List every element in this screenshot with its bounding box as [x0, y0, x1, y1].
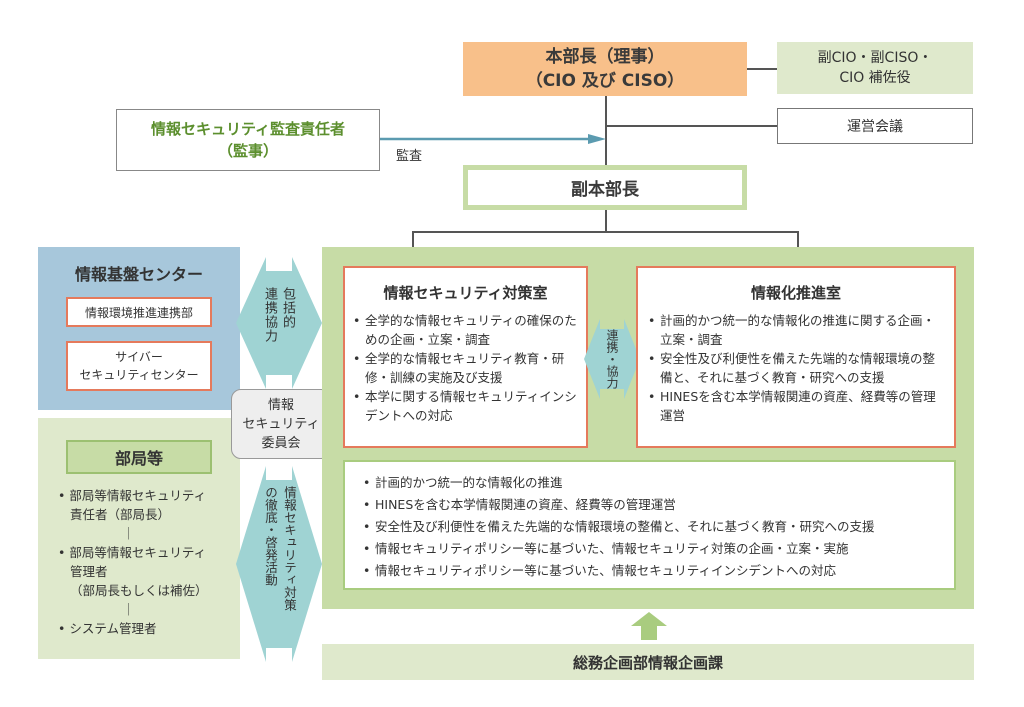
departments-title: 部局等	[114, 449, 163, 468]
promotion-office-list: 計画的かつ統一的な情報化の推進に関する企画・立案・調査 安全性及び利便性を備えた…	[638, 311, 954, 425]
departments-list: • 部局等情報セキュリティ 責任者（部局長） ｜ • 部局等情報セキュリティ 管…	[58, 486, 238, 638]
planning-division-box: 総務企画部情報企画課	[322, 644, 974, 680]
infra-dept2-line2: セキュリティセンター	[79, 368, 199, 382]
promotion-item-3: HINESを含む本学情報関連の資産、経費等の管理運営	[646, 387, 946, 425]
connector-head-deputy-cio	[747, 68, 777, 70]
security-item-3: 本学に関する情報セキュリティインシデントへの対応	[351, 387, 578, 425]
infra-dept1-box: 情報環境推進連携部	[66, 297, 212, 327]
comprehensive-col1: 包括的	[280, 287, 295, 329]
deputy-head-label: 副本部長	[571, 180, 639, 200]
planning-division-label: 総務企画部情報企画課	[572, 653, 723, 672]
council-label: 運営会議	[847, 119, 903, 135]
dept-item1-line2: 責任者（部局長）	[70, 507, 171, 522]
promotion-office-title: 情報化推進室	[750, 284, 841, 302]
infra-dept1-label: 情報環境推進連携部	[84, 305, 193, 320]
thorough-arrow: 情報セキュリティ対策 の徹底・啓発活動	[236, 466, 322, 662]
deputy-cio-line1: 副CIO・副CISO・	[817, 50, 933, 66]
mutual-arrow: 連携 ・協力	[584, 305, 640, 413]
thorough-col1: 情報セキュリティ対策	[282, 486, 297, 611]
connector-head-down	[605, 95, 607, 165]
connector-deputy-head-down	[605, 210, 607, 232]
head-line2: （CIO 及び CISO）	[525, 71, 685, 91]
infra-center-title: 情報基盤センター	[74, 265, 203, 284]
summary-item-4: 情報セキュリティポリシー等に基づいた、情報セキュリティ対策の企画・立案・実施	[361, 538, 944, 560]
dept-item3: • システム管理者	[58, 621, 157, 636]
auditor-line2: （監事）	[217, 142, 278, 160]
promotion-item-1: 計画的かつ統一的な情報化の推進に関する企画・立案・調査	[646, 311, 946, 349]
dept-item2-line2: 管理者	[70, 564, 108, 579]
dept-connector2: ｜	[122, 602, 135, 617]
mutual-line2: ・協力	[605, 353, 619, 389]
summary-item-1: 計画的かつ統一的な情報化の推進	[361, 472, 944, 494]
departments-panel: 部局等 • 部局等情報セキュリティ 責任者（部局長） ｜ • 部局等情報セキュリ…	[38, 418, 240, 659]
deputy-cio-box: 副CIO・副CISO・ CIO 補佐役	[777, 42, 973, 94]
head-box: 本部長（理事） （CIO 及び CISO）	[463, 42, 747, 96]
dept-connector1: ｜	[122, 526, 135, 541]
infra-center-panel: 情報基盤センター 情報環境推進連携部 サイバー セキュリティセンター	[38, 247, 240, 410]
auditor-box: 情報セキュリティ監査責任者 （監事）	[116, 109, 380, 171]
deputy-cio-line2: CIO 補佐役	[839, 70, 911, 86]
connector-branch-horizontal	[412, 231, 798, 233]
dept-item2-line1: • 部局等情報セキュリティ	[58, 545, 207, 560]
deputy-head-box: 副本部長	[463, 165, 747, 210]
summary-item-5: 情報セキュリティポリシー等に基づいた、情報セキュリティインシデントへの対応	[361, 560, 944, 582]
connector-council	[605, 125, 777, 127]
up-arrow	[631, 612, 667, 640]
comprehensive-arrow: 包括的 連携協力	[236, 257, 322, 389]
audit-label: 監査	[396, 149, 423, 164]
summary-list: 計画的かつ統一的な情報化の推進 HINESを含む本学情報関連の資産、経費等の管理…	[361, 472, 944, 582]
committee-box: 情報 セキュリティ 委員会	[231, 389, 331, 459]
security-item-2: 全学的な情報セキュリティ教育・研修・訓練の実施及び支援	[351, 349, 578, 387]
head-line1: 本部長（理事）	[545, 47, 665, 67]
dept-item1-line1: • 部局等情報セキュリティ	[58, 488, 207, 503]
summary-box: 計画的かつ統一的な情報化の推進 HINESを含む本学情報関連の資産、経費等の管理…	[343, 460, 956, 590]
summary-item-2: HINESを含む本学情報関連の資産、経費等の管理運営	[361, 494, 944, 516]
promotion-office-box: 情報化推進室 計画的かつ統一的な情報化の推進に関する企画・立案・調査 安全性及び…	[636, 266, 956, 448]
promotion-item-2: 安全性及び利便性を備えた先端的な情報環境の整備と、それに基づく教育・研究への支援	[646, 349, 946, 387]
dept-item2-line3: （部局長もしくは補佐）	[70, 583, 208, 598]
departments-title-box: 部局等	[66, 440, 212, 474]
infra-dept2-box: サイバー セキュリティセンター	[66, 341, 212, 391]
committee-line1: 情報	[267, 397, 294, 413]
infra-dept2-line1: サイバー	[115, 350, 163, 364]
security-office-list: 全学的な情報セキュリティの確保のための企画・立案・調査 全学的な情報セキュリティ…	[345, 311, 586, 425]
audit-arrow	[380, 134, 606, 144]
security-item-1: 全学的な情報セキュリティの確保のための企画・立案・調査	[351, 311, 578, 349]
thorough-col2: の徹底・啓発活動	[263, 486, 278, 586]
mutual-label: 連携 ・協力	[600, 329, 624, 389]
auditor-line1: 情報セキュリティ監査責任者	[150, 120, 346, 138]
security-office-title: 情報セキュリティ対策室	[383, 284, 548, 302]
comprehensive-col2: 連携協力	[262, 287, 277, 343]
summary-item-3: 安全性及び利便性を備えた先端的な情報環境の整備と、それに基づく教育・研究への支援	[361, 516, 944, 538]
mutual-line1: 連携	[605, 329, 619, 353]
security-office-box: 情報セキュリティ対策室 全学的な情報セキュリティの確保のための企画・立案・調査 …	[343, 266, 588, 448]
committee-line3: 委員会	[261, 435, 301, 451]
committee-line2: セキュリティ	[242, 416, 320, 432]
council-box: 運営会議	[777, 108, 973, 144]
